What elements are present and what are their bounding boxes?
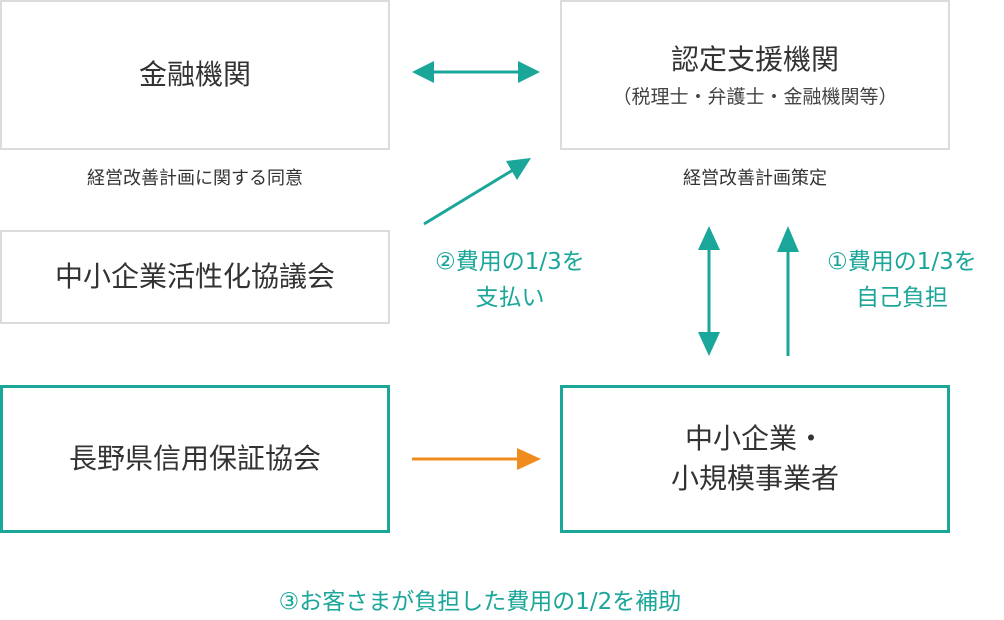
revitalization-council-label: 中小企業活性化協議会	[54, 260, 335, 293]
sme-box: 中小企業・ 小規模事業者	[560, 385, 950, 533]
financial-institution-box: 金融機関	[0, 0, 390, 150]
revitalization-council-box: 中小企業活性化協議会	[0, 230, 390, 324]
certified-support-org-label: 認定支援機関	[670, 43, 839, 76]
self-pay-note: ①費用の1/3を 自己負担	[800, 244, 1004, 316]
self-pay-note-line2: 自己負担	[856, 285, 948, 311]
certified-support-org-caption: 経営改善計画策定	[683, 168, 827, 189]
certified-support-org-box: 認定支援機関 （税理士・弁護士・金融機関等）	[560, 0, 950, 150]
self-pay-note-line1: ①費用の1/3を	[827, 249, 977, 275]
payment-note-line2: 支払い	[475, 285, 545, 311]
financial-institution-label: 金融機関	[138, 58, 251, 91]
up-arrow	[777, 226, 799, 356]
financial-institution-caption: 経営改善計画に関する同意	[87, 168, 303, 189]
certified-support-org-sublabel: （税理士・弁護士・金融機関等）	[612, 86, 898, 108]
bidirectional-arrow-vertical	[698, 226, 720, 356]
guarantee-arrow	[412, 448, 541, 470]
sme-label-line1: 中小企業・	[684, 422, 825, 455]
payment-note-line1: ②費用の1/3を	[435, 249, 585, 275]
credit-guarantee-box: 長野県信用保証協会	[0, 385, 390, 533]
subsidy-note: ③お客さまが負担した費用の1/2を補助	[278, 589, 682, 615]
bidirectional-arrow-top	[412, 61, 540, 83]
credit-guarantee-label: 長野県信用保証協会	[68, 442, 321, 475]
sme-label-line2: 小規模事業者	[670, 462, 839, 495]
diagonal-arrow	[423, 158, 531, 226]
payment-note: ②費用の1/3を 支払い	[405, 244, 615, 316]
